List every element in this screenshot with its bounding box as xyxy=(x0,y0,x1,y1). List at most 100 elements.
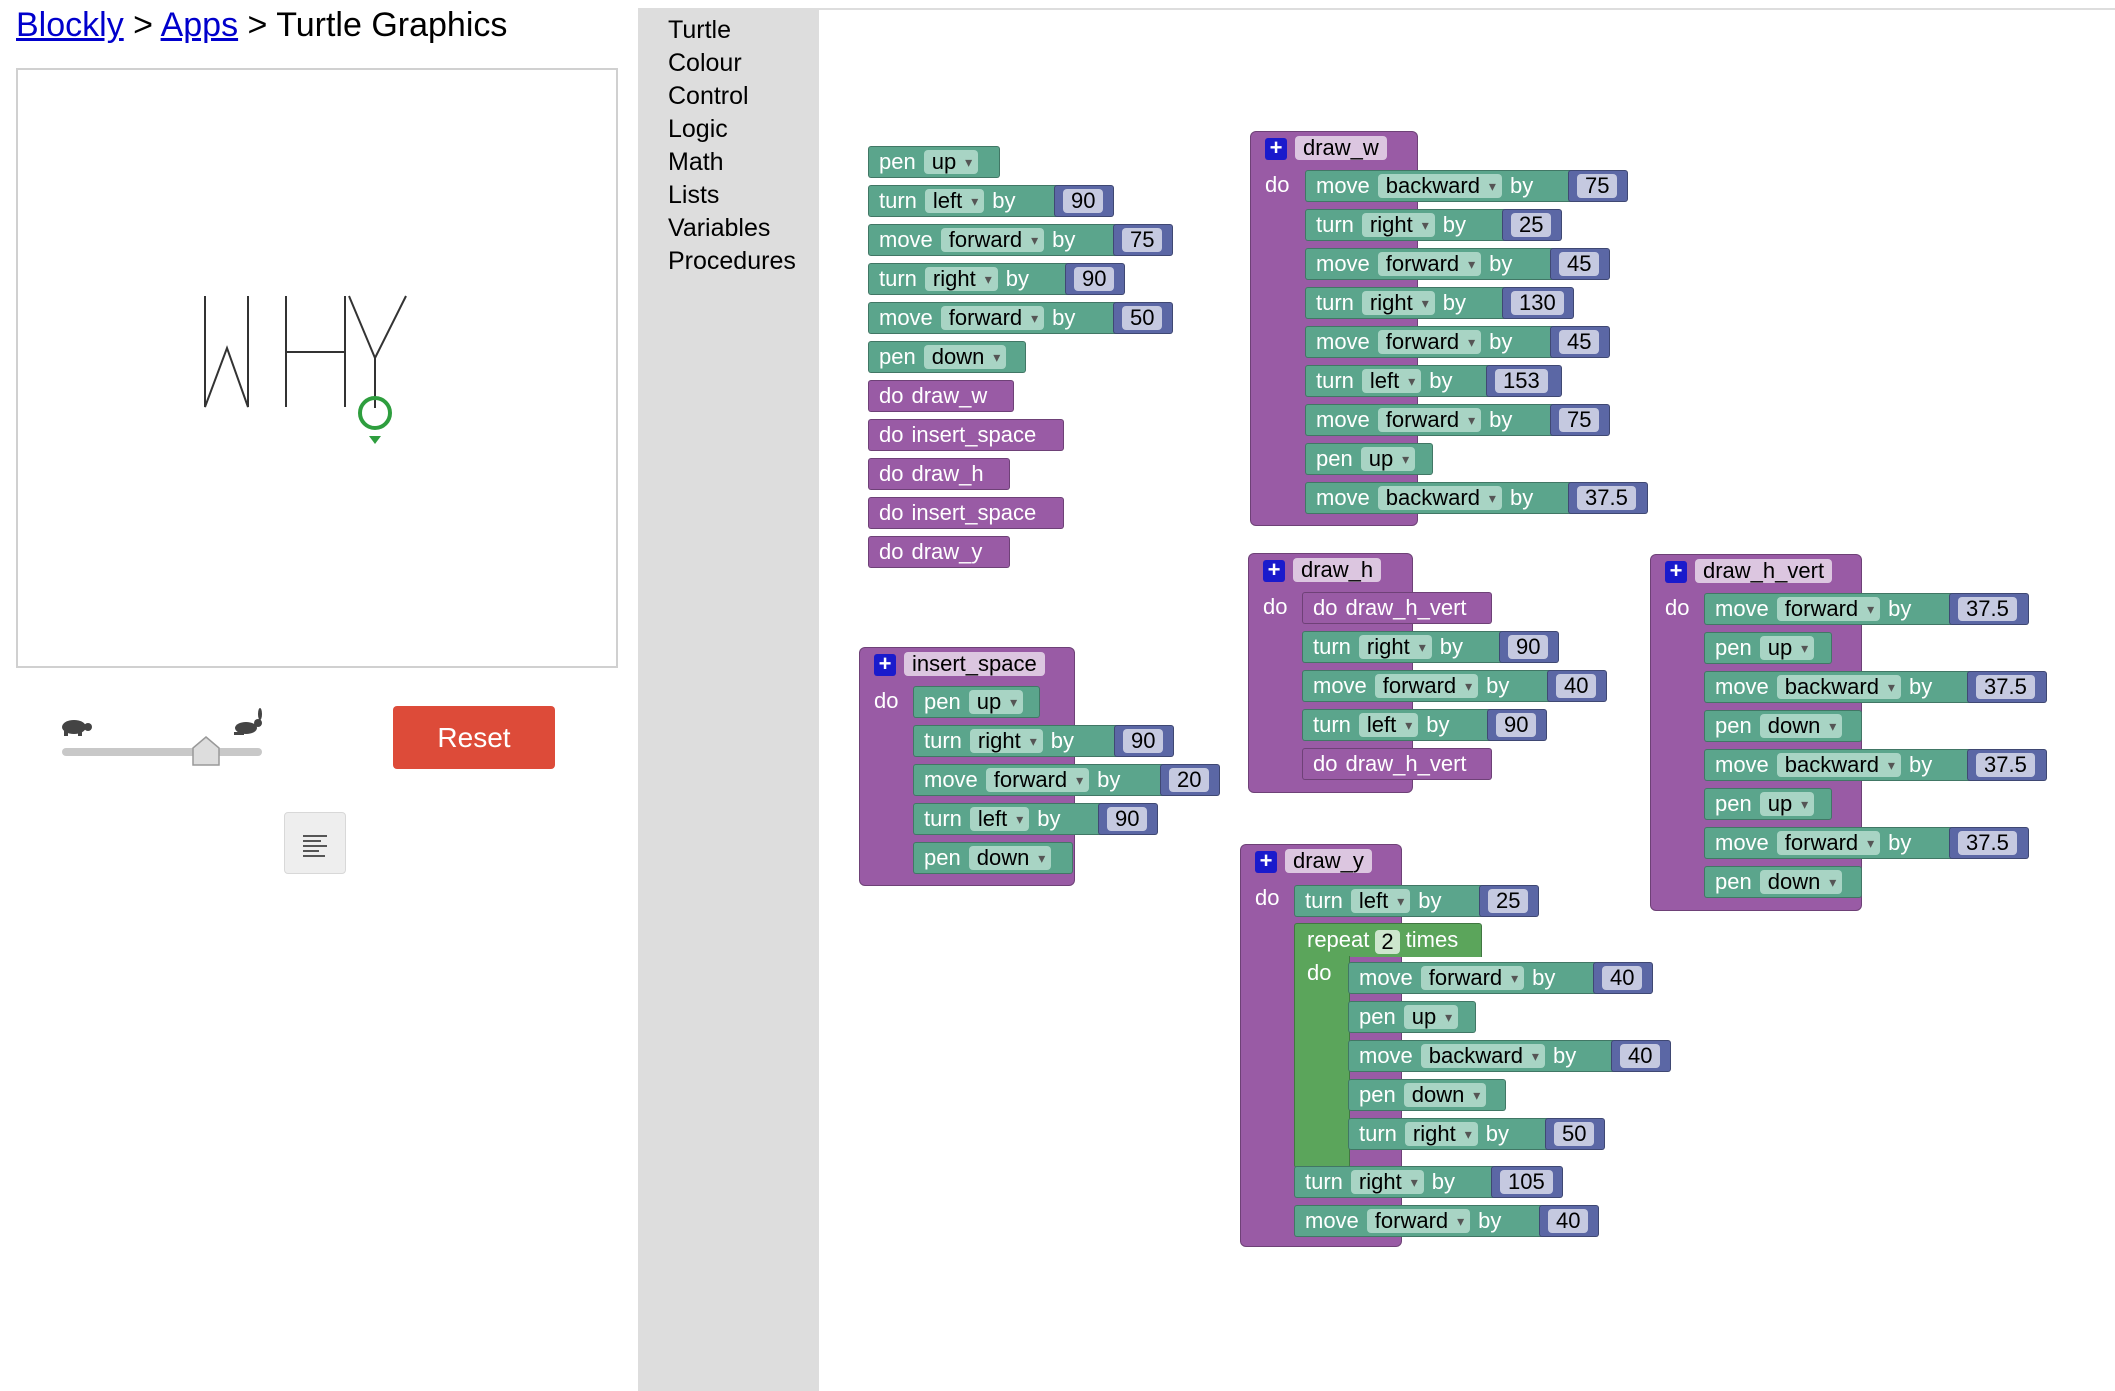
turn-dropdown[interactable]: left xyxy=(1361,369,1422,393)
procedure-name-field[interactable]: draw_y xyxy=(1285,849,1372,873)
show-code-button[interactable] xyxy=(284,812,346,874)
toolbox-category-math[interactable]: Math xyxy=(668,148,724,176)
number-block[interactable]: 37.5 xyxy=(1949,593,2029,625)
number-field[interactable]: 90 xyxy=(1107,807,1148,831)
number-field[interactable]: 40 xyxy=(1620,1044,1661,1068)
procedure-definition-header[interactable]: +draw_h_vert xyxy=(1650,554,1862,588)
pen-dropdown[interactable]: down xyxy=(923,345,1007,369)
speed-slider-track[interactable] xyxy=(62,748,262,756)
move-block[interactable]: movebackwardby37.5 xyxy=(1305,482,1648,514)
move-dropdown[interactable]: forward xyxy=(940,228,1045,252)
plus-icon[interactable]: + xyxy=(1255,850,1277,873)
number-field[interactable]: 130 xyxy=(1511,291,1564,315)
number-block[interactable]: 90 xyxy=(1098,803,1158,835)
pen-dropdown[interactable]: down xyxy=(1403,1083,1487,1107)
turn-block[interactable]: turnleftby25 xyxy=(1294,885,1539,917)
procedure-name-field[interactable]: draw_h_vert xyxy=(1695,559,1833,583)
number-block[interactable]: 130 xyxy=(1502,287,1574,319)
number-field[interactable]: 45 xyxy=(1559,330,1600,354)
number-block[interactable]: 50 xyxy=(1113,302,1173,334)
number-field[interactable]: 50 xyxy=(1122,306,1163,330)
number-field[interactable]: 153 xyxy=(1495,369,1548,393)
turn-dropdown[interactable]: right xyxy=(924,267,998,291)
number-field[interactable]: 40 xyxy=(1556,674,1597,698)
move-dropdown[interactable]: backward xyxy=(1776,753,1901,777)
number-field[interactable]: 25 xyxy=(1511,213,1552,237)
number-field[interactable]: 105 xyxy=(1500,1170,1553,1194)
turn-block[interactable]: turnrightby130 xyxy=(1305,287,1574,319)
move-dropdown[interactable]: backward xyxy=(1776,675,1901,699)
number-field[interactable]: 20 xyxy=(1169,768,1210,792)
move-block[interactable]: moveforwardby40 xyxy=(1348,962,1653,994)
plus-icon[interactable]: + xyxy=(874,653,896,676)
pen-dropdown[interactable]: down xyxy=(1759,714,1843,738)
move-block[interactable]: moveforwardby40 xyxy=(1294,1205,1599,1237)
number-field[interactable]: 25 xyxy=(1488,889,1529,913)
number-block[interactable]: 90 xyxy=(1487,709,1547,741)
move-block[interactable]: movebackwardby40 xyxy=(1348,1040,1671,1072)
number-block[interactable]: 75 xyxy=(1568,170,1628,202)
number-field[interactable]: 90 xyxy=(1508,635,1549,659)
pen-dropdown[interactable]: up xyxy=(923,150,979,174)
move-dropdown[interactable]: forward xyxy=(985,768,1090,792)
number-field[interactable]: 37.5 xyxy=(1976,675,2035,699)
toolbox-category-colour[interactable]: Colour xyxy=(668,49,742,77)
speed-slider-thumb[interactable] xyxy=(192,736,220,766)
turn-block[interactable]: turnrightby25 xyxy=(1305,209,1562,241)
move-dropdown[interactable]: forward xyxy=(1420,966,1525,990)
number-field[interactable]: 45 xyxy=(1559,252,1600,276)
number-field[interactable]: 90 xyxy=(1123,729,1164,753)
number-block[interactable]: 25 xyxy=(1502,209,1562,241)
pen-dropdown[interactable]: down xyxy=(968,846,1052,870)
number-field[interactable]: 37.5 xyxy=(1958,831,2017,855)
move-dropdown[interactable]: backward xyxy=(1377,486,1502,510)
number-field[interactable]: 75 xyxy=(1122,228,1163,252)
turn-block[interactable]: turnleftby153 xyxy=(1305,365,1562,397)
turn-block[interactable]: turnrightby90 xyxy=(913,725,1174,757)
move-block[interactable]: moveforwardby45 xyxy=(1305,326,1610,358)
turn-dropdown[interactable]: left xyxy=(969,807,1030,831)
number-block[interactable]: 40 xyxy=(1593,962,1653,994)
move-dropdown[interactable]: forward xyxy=(1377,252,1482,276)
procedure-name-field[interactable]: insert_space xyxy=(904,652,1045,676)
number-block[interactable]: 75 xyxy=(1550,404,1610,436)
number-field[interactable]: 37.5 xyxy=(1976,753,2035,777)
turn-block[interactable]: turnrightby50 xyxy=(1348,1118,1605,1150)
toolbox-category-variables[interactable]: Variables xyxy=(668,214,771,242)
pen-dropdown[interactable]: up xyxy=(1759,636,1815,660)
move-block[interactable]: movebackwardby37.5 xyxy=(1704,749,2047,781)
turn-dropdown[interactable]: left xyxy=(924,189,985,213)
move-block[interactable]: moveforwardby50 xyxy=(868,302,1173,334)
move-dropdown[interactable]: forward xyxy=(1776,831,1881,855)
pen-dropdown[interactable]: up xyxy=(1403,1005,1459,1029)
move-dropdown[interactable]: forward xyxy=(1377,408,1482,432)
number-block[interactable]: 75 xyxy=(1113,224,1173,256)
turn-dropdown[interactable]: left xyxy=(1358,713,1419,737)
toolbox-category-procedures[interactable]: Procedures xyxy=(668,247,796,275)
pen-dropdown[interactable]: up xyxy=(1360,447,1416,471)
number-field[interactable]: 40 xyxy=(1602,966,1643,990)
procedure-definition-header[interactable]: + insert_space xyxy=(859,647,1075,681)
speed-slider[interactable] xyxy=(58,708,268,766)
number-field[interactable]: 37.5 xyxy=(1577,486,1636,510)
pen-dropdown[interactable]: up xyxy=(1759,792,1815,816)
procedure-definition-header[interactable]: +draw_h xyxy=(1248,553,1413,587)
procedure-name-field[interactable]: draw_w xyxy=(1295,136,1387,160)
number-block[interactable]: 37.5 xyxy=(1568,482,1648,514)
number-field[interactable]: 90 xyxy=(1063,189,1104,213)
toolbox-category-control[interactable]: Control xyxy=(668,82,749,110)
repeat-count-field[interactable]: 2 xyxy=(1375,930,1400,954)
number-block[interactable]: 90 xyxy=(1114,725,1174,757)
procedure-name-field[interactable]: draw_h xyxy=(1293,558,1382,582)
number-block[interactable]: 20 xyxy=(1160,764,1220,796)
move-dropdown[interactable]: forward xyxy=(1776,597,1881,621)
number-block[interactable]: 25 xyxy=(1479,885,1539,917)
